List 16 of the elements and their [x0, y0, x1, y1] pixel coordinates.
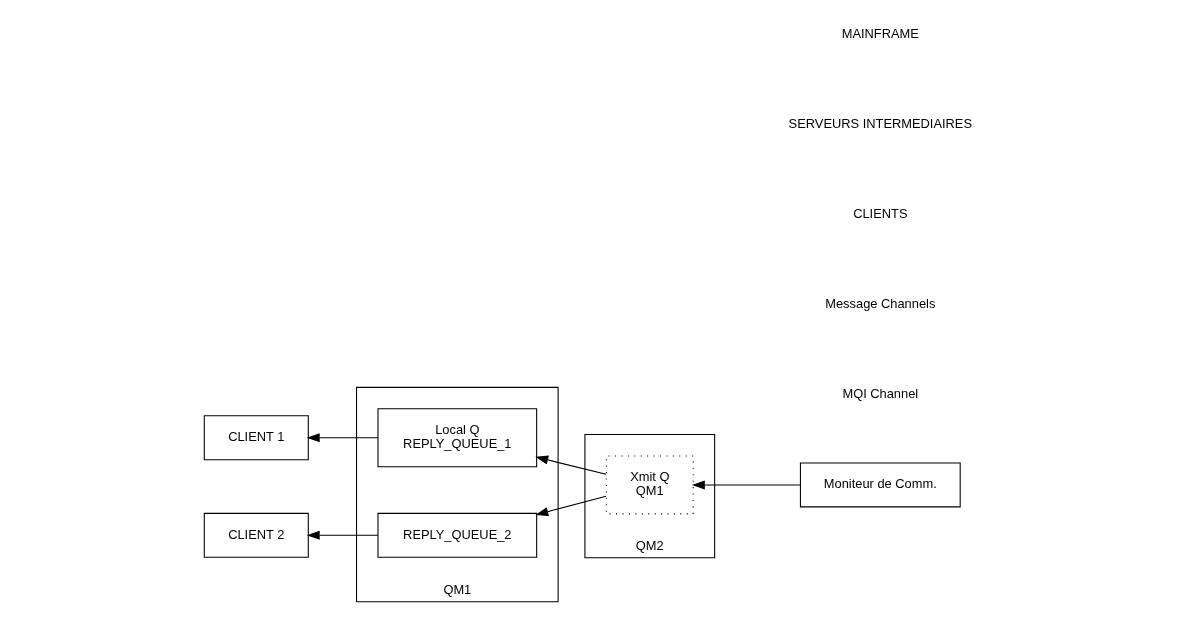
label: CLIENTS — [853, 206, 908, 222]
node-box: Local Q REPLY_QUEUE_1 — [377, 408, 538, 468]
arrow — [535, 495, 607, 516]
label: SERVEURS INTERMEDIAIRES — [788, 115, 973, 131]
node-box: CLIENT 1 — [203, 415, 309, 461]
label: MQI Channel — [842, 386, 919, 402]
arrow — [535, 455, 607, 475]
label: MAINFRAME — [841, 25, 919, 41]
node-box: CLIENT 2 — [203, 512, 309, 558]
arrow — [306, 433, 379, 443]
label: Message Channels — [825, 296, 936, 312]
node-box: Xmit Q QM1 — [605, 455, 694, 515]
arrow — [306, 530, 379, 540]
arrow — [691, 480, 801, 490]
node-box: Moniteur de Comm. — [799, 462, 961, 508]
node-box: REPLY_QUEUE_2 — [377, 512, 538, 558]
